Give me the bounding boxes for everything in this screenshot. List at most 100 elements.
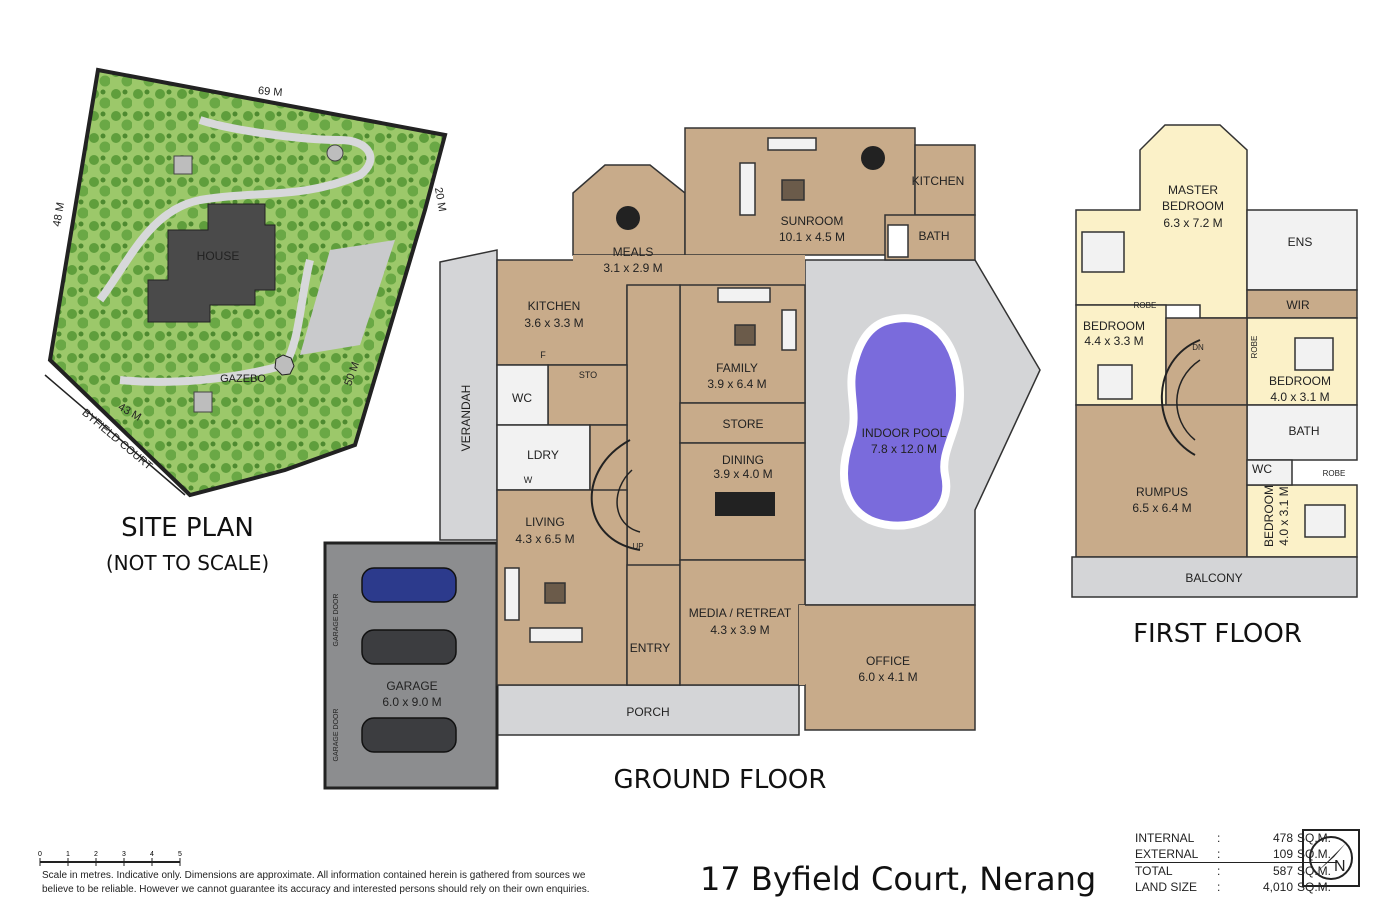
stair-hall	[1165, 317, 1248, 406]
stair-arc	[590, 439, 641, 551]
sunroom-sofa	[739, 162, 756, 216]
wc-ground-name: WC	[512, 391, 532, 405]
entry	[626, 564, 681, 686]
wc-ground	[496, 364, 549, 426]
site-gazebo-label: GAZEBO	[220, 373, 266, 385]
disclaimer-line-1: Scale in metres. Indicative only. Dimens…	[42, 870, 586, 881]
ens-name: ENS	[1288, 235, 1313, 249]
driveway	[300, 240, 395, 355]
bed-1	[1097, 364, 1133, 400]
sto	[547, 364, 628, 426]
bed-master	[1081, 231, 1125, 273]
ground-floor-labels: MEALS 3.1 x 2.9 M SUNROOM 10.1 x 4.5 M K…	[333, 174, 964, 761]
porch	[496, 684, 800, 736]
kitchenette-name: KITCHEN	[912, 174, 965, 188]
wc-first-name: WC	[1252, 462, 1272, 476]
first-floor	[1071, 124, 1358, 598]
scale-bar: 0 1 2 3 4 5	[38, 848, 188, 868]
living-rug	[544, 582, 566, 604]
indoor-pool	[840, 314, 965, 530]
office-fill	[799, 605, 805, 685]
site-shed-2	[193, 391, 213, 413]
property-address: 17 Byfield Court, Nerang	[700, 860, 1097, 898]
wir-name: WIR	[1286, 298, 1310, 312]
robe-1: ROBE	[1134, 301, 1157, 310]
scale-tick-1: 1	[66, 851, 70, 858]
stair-arc-first	[1160, 339, 1201, 456]
garage-name: GARAGE	[386, 679, 437, 693]
ground-floor-title: GROUND FLOOR	[613, 765, 827, 795]
area-value: 4,010	[1262, 880, 1293, 894]
store-name: STORE	[722, 417, 763, 431]
living-sofa-2	[529, 627, 583, 643]
entry-name: ENTRY	[630, 641, 670, 655]
sunroom-rug	[781, 179, 805, 201]
area-unit: SQ.M.	[1297, 831, 1332, 845]
first-floor-labels: MASTER BEDROOM 6.3 x 7.2 M ENS WIR ROBE …	[1083, 183, 1345, 585]
area-value: 109	[1272, 847, 1293, 861]
bed3-size: 4.0 x 3.1 M	[1277, 486, 1291, 545]
sto-name: STO	[579, 370, 597, 380]
dining-table	[715, 492, 775, 516]
stair-dn-label: DN	[1192, 343, 1204, 352]
bath-first-name: BATH	[1288, 424, 1319, 438]
ground-floor	[323, 127, 1041, 790]
balcony	[1071, 556, 1358, 598]
rumpus-name: RUMPUS	[1136, 485, 1188, 499]
ldry-name: LDRY	[527, 448, 559, 462]
compass-letter: N	[1334, 858, 1346, 875]
meals-name: MEALS	[613, 245, 654, 259]
stair-arc-first-inner	[1176, 359, 1201, 441]
garage-door-1: GARAGE DOOR	[333, 594, 340, 647]
dining-size: 3.9 x 4.0 M	[713, 467, 772, 481]
area-label: LAND SIZE	[1135, 880, 1198, 894]
site-path	[96, 116, 375, 303]
wc-first	[1246, 459, 1293, 486]
washer-label: W	[524, 475, 533, 485]
dim-right-top: 20 M	[432, 186, 448, 212]
living-sofa	[504, 567, 520, 621]
stair-up-label: UP	[632, 542, 643, 551]
robe-3: ROBE	[1323, 469, 1346, 478]
living-name: LIVING	[525, 515, 564, 529]
pool-name: INDOOR POOL	[862, 426, 947, 440]
stair-arc-inner	[616, 469, 641, 533]
dim-top: 69 M	[258, 85, 283, 99]
bed-3	[1304, 504, 1346, 538]
kitchenette	[914, 144, 976, 216]
scale-tick-3: 3	[122, 851, 126, 858]
dining-name: DINING	[722, 453, 764, 467]
bed2-name: BEDROOM	[1269, 374, 1331, 388]
rumpus-size: 6.5 x 6.4 M	[1132, 501, 1191, 515]
scale-tick-2: 2	[94, 851, 98, 858]
sunroom-name: SUNROOM	[781, 214, 844, 228]
garage-size: 6.0 x 9.0 M	[382, 695, 441, 709]
sunroom-table	[861, 146, 885, 170]
north-compass-icon: N	[1302, 829, 1360, 887]
sunroom-size: 10.1 x 4.5 M	[779, 230, 845, 244]
family-rug	[734, 324, 756, 346]
bath-first	[1246, 404, 1358, 461]
family-size: 3.9 x 6.4 M	[707, 377, 766, 391]
site-plan: HOUSE GAZEBO 69 M 48 M 20 M 50 M 43 M BY…	[44, 67, 448, 498]
area-label: INTERNAL	[1135, 831, 1195, 845]
ldry	[496, 424, 591, 491]
store	[679, 402, 806, 444]
site-plan-subtitle: (NOT TO SCALE)	[105, 551, 270, 575]
house-roof	[147, 203, 276, 323]
site-plan-title: SITE PLAN	[121, 513, 254, 543]
car-grey-2	[361, 717, 457, 753]
verandah-name: VERANDAH	[459, 385, 473, 452]
media-name: MEDIA / RETREAT	[689, 606, 792, 620]
sunroom-sofa-2	[767, 137, 817, 151]
meals-size: 3.1 x 2.9 M	[603, 261, 662, 275]
disclaimer-line-2: believe to be reliable. However we canno…	[42, 884, 590, 895]
area-unit: SQ.M.	[1297, 847, 1332, 861]
street-line	[44, 374, 186, 496]
media-size: 4.3 x 3.9 M	[710, 623, 769, 637]
porch-name: PORCH	[626, 705, 669, 719]
